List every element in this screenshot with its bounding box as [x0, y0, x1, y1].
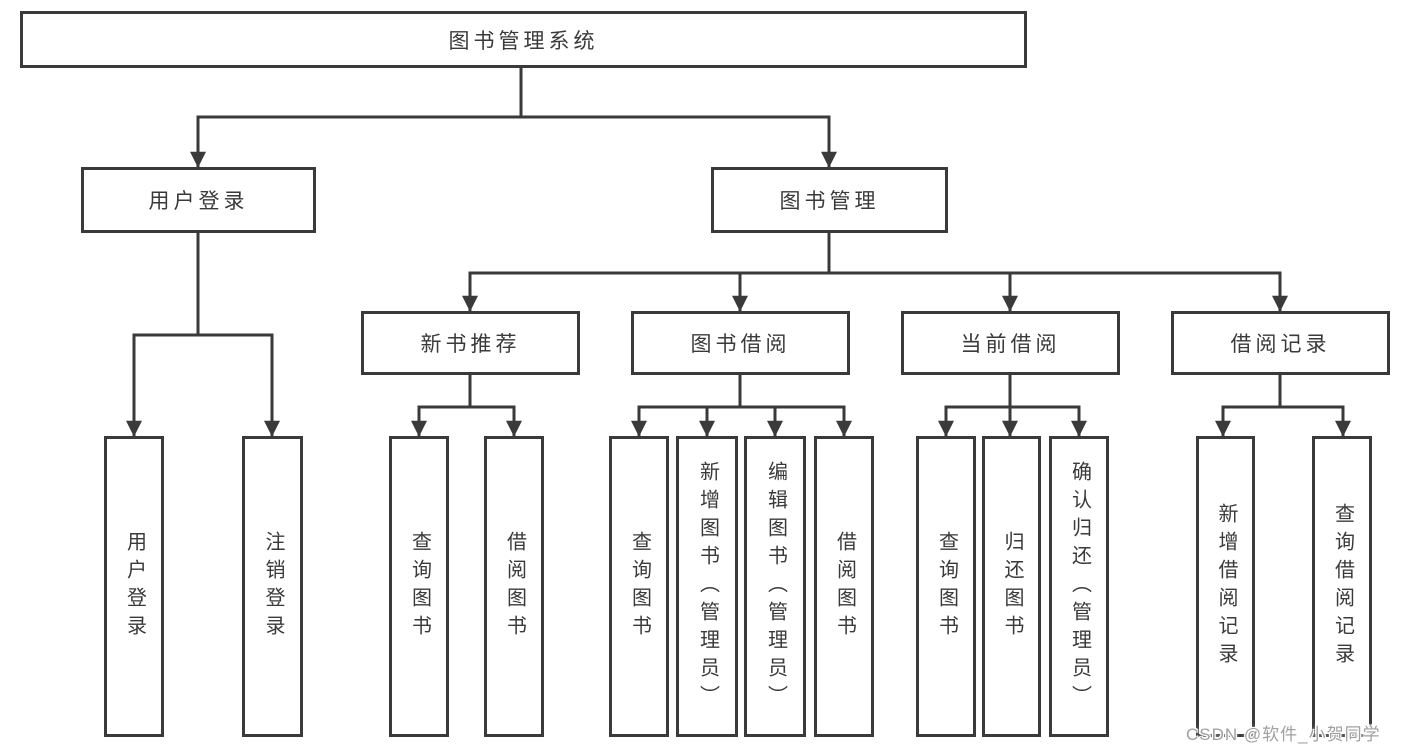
node-borrow-record: 借阅记录 [1171, 311, 1390, 375]
node-borrow-record-label: 借阅记录 [1230, 333, 1331, 356]
node-leaf-query-books-borrow: 查询图书 [609, 436, 669, 737]
node-new-book-recommend: 新书推荐 [361, 311, 580, 375]
node-leaf-query-borrow-record: 查询借阅记录 [1312, 436, 1372, 737]
node-leaf-borrow-books: 借阅图书 [814, 436, 874, 737]
node-user-login: 用户登录 [81, 167, 316, 233]
node-current-borrow: 当前借阅 [901, 311, 1120, 375]
node-leaf-logout: 注销登录 [242, 436, 303, 737]
node-leaf-user-login: 用户登录 [104, 436, 164, 737]
node-leaf-query-books-recommend: 查询图书 [389, 436, 449, 737]
node-leaf-add-book-admin: 新增图书（管理员） [676, 436, 738, 737]
node-current-borrow-label: 当前借阅 [960, 333, 1061, 356]
node-book-borrow: 图书借阅 [631, 311, 850, 375]
node-new-book-recommend-label: 新书推荐 [420, 333, 521, 356]
node-book-borrow-label: 图书借阅 [690, 333, 791, 356]
node-leaf-edit-book-admin: 编辑图书（管理员） [744, 436, 806, 737]
node-leaf-return-book: 归还图书 [982, 436, 1041, 737]
node-leaf-query-books-current: 查询图书 [916, 436, 976, 737]
node-leaf-add-borrow-record: 新增借阅记录 [1196, 436, 1255, 737]
node-user-login-label: 用户登录 [148, 190, 249, 213]
csdn-watermark: CSDN @软件_小贺同学 [1186, 725, 1381, 744]
node-leaf-borrow-books-recommend: 借阅图书 [484, 436, 544, 737]
node-root: 图书管理系统 [20, 11, 1027, 68]
node-leaf-confirm-return-admin: 确认归还（管理员） [1049, 436, 1109, 737]
node-book-management: 图书管理 [711, 167, 948, 233]
node-root-label: 图书管理系统 [448, 29, 599, 53]
node-book-management-label: 图书管理 [779, 190, 880, 213]
